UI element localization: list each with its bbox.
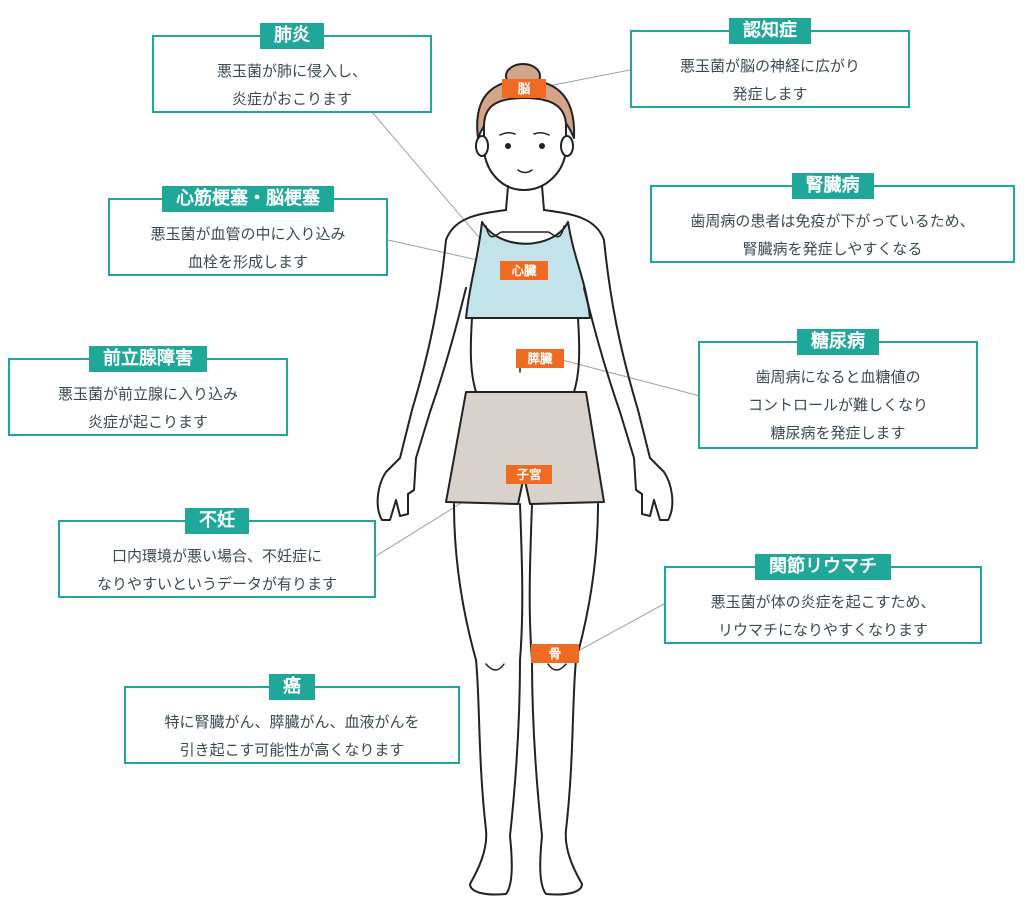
callout-line: 特に腎臓がん、膵臓がん、血液がんを <box>164 713 420 731</box>
callout-kidney: 腎臓病 歯周病の患者は免疫が下がっているため、腎臓病を発症しやすくなる <box>650 173 1015 263</box>
right-leg <box>528 503 599 896</box>
callout-line: 口内環境が悪い場合、不妊症に <box>111 547 322 565</box>
callout-rheumatism: 関節リウマチ 悪玉菌が体の炎症を起こすため、リウマチになりやすくなります <box>664 554 982 644</box>
callout-line: コントロールが難しくなり <box>747 396 928 414</box>
callout-title: 関節リウマチ <box>755 554 891 580</box>
callout-title: 腎臓病 <box>791 173 874 199</box>
callout-line: 腎臓病を発症しやすくなる <box>742 240 923 258</box>
callout-line: 引き起こす可能性が高くなります <box>179 741 405 759</box>
callout-title: 糖尿病 <box>797 329 879 355</box>
callout-title: 前立腺障害 <box>89 346 207 372</box>
callout-line: 炎症がおこります <box>231 90 352 108</box>
callout-line: なりやすいというデータが有ります <box>96 575 337 593</box>
callout-prostate: 前立腺障害 悪玉菌が前立腺に入り込み炎症が起こります <box>8 346 288 436</box>
tag-uterus: 子宮 <box>506 465 552 484</box>
callout-dementia: 認知症 悪玉菌が脳の神経に広がり発症します <box>630 18 910 108</box>
tag-brain: 脳 <box>502 79 546 98</box>
shorts <box>445 391 605 505</box>
callout-line: 悪玉菌が肺に侵入し、 <box>216 62 367 80</box>
callout-title: 不妊 <box>185 508 249 534</box>
tag-bone: 骨 <box>531 644 579 663</box>
callout-line: 血栓を形成します <box>187 253 308 271</box>
callout-infarction: 心筋梗塞・脳梗塞 悪玉菌が血管の中に入り込み血栓を形成します <box>108 186 388 276</box>
callout-cancer: 癌 特に腎臓がん、膵臓がん、血液がんを引き起こす可能性が高くなります <box>124 674 460 764</box>
tag-pancreas: 膵臓 <box>516 349 564 368</box>
callout-line: 悪玉菌が体の炎症を起こすため、 <box>710 593 936 611</box>
connector-lines <box>371 69 701 652</box>
tag-heart: 心臓 <box>500 261 548 280</box>
callout-title: 心筋梗塞・脳梗塞 <box>162 186 334 212</box>
callout-title: 癌 <box>269 674 315 700</box>
callout-line: 悪玉菌が血管の中に入り込み <box>150 225 346 243</box>
callout-line: 歯周病の患者は免疫が下がっているため、 <box>690 212 975 230</box>
callout-line: 悪玉菌が前立腺に入り込み <box>57 385 238 403</box>
callout-line: リウマチになりやすくなります <box>717 621 928 639</box>
callout-pneumonia: 肺炎 悪玉菌が肺に侵入し、炎症がおこります <box>152 23 432 113</box>
right-arm <box>583 239 674 521</box>
callout-line: 発症します <box>732 85 808 103</box>
callout-line: 糖尿病を発症します <box>770 424 906 442</box>
callout-line: 炎症が起こります <box>87 413 208 431</box>
left-arm <box>376 239 467 521</box>
callout-infertility: 不妊 口内環境が悪い場合、不妊症になりやすいというデータが有ります <box>58 508 376 598</box>
callout-diabetes: 糖尿病 歯周病になると血糖値のコントロールが難しくなり糖尿病を発症します <box>698 329 978 449</box>
face <box>483 97 567 191</box>
callout-line: 悪玉菌が脳の神経に広がり <box>679 57 860 75</box>
callout-title: 肺炎 <box>260 23 324 49</box>
callout-title: 認知症 <box>729 18 811 44</box>
callout-line: 歯周病になると血糖値の <box>755 368 921 386</box>
left-leg <box>453 503 524 896</box>
